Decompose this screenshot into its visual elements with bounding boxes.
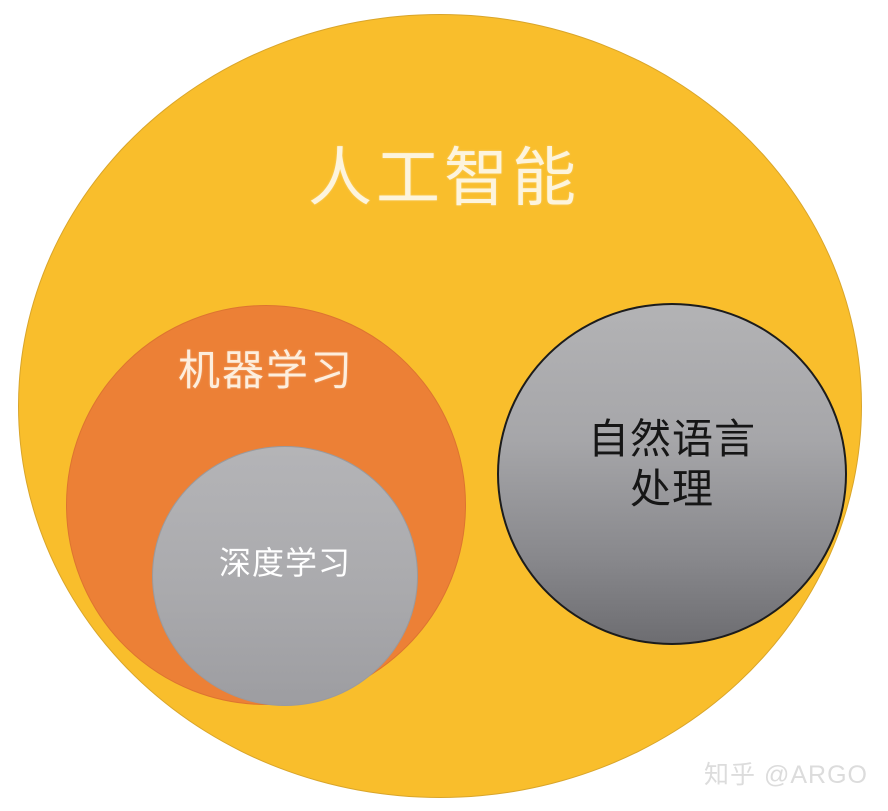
label-nlp-line-1: 自然语言 [588,416,756,462]
watermark-text: 知乎 @ARGO [704,761,868,789]
label-nlp-line-2: 处理 [630,466,714,513]
circle-deep-learning [152,446,418,706]
label-deep-learning: 深度学习 [218,545,351,581]
circle-natural-language-processing [497,303,847,645]
label-natural-language-processing: 自然语言 处理 [497,414,847,514]
label-artificial-intelligence: 人工智能 [308,142,580,214]
label-machine-learning: 机器学习 [177,347,354,394]
